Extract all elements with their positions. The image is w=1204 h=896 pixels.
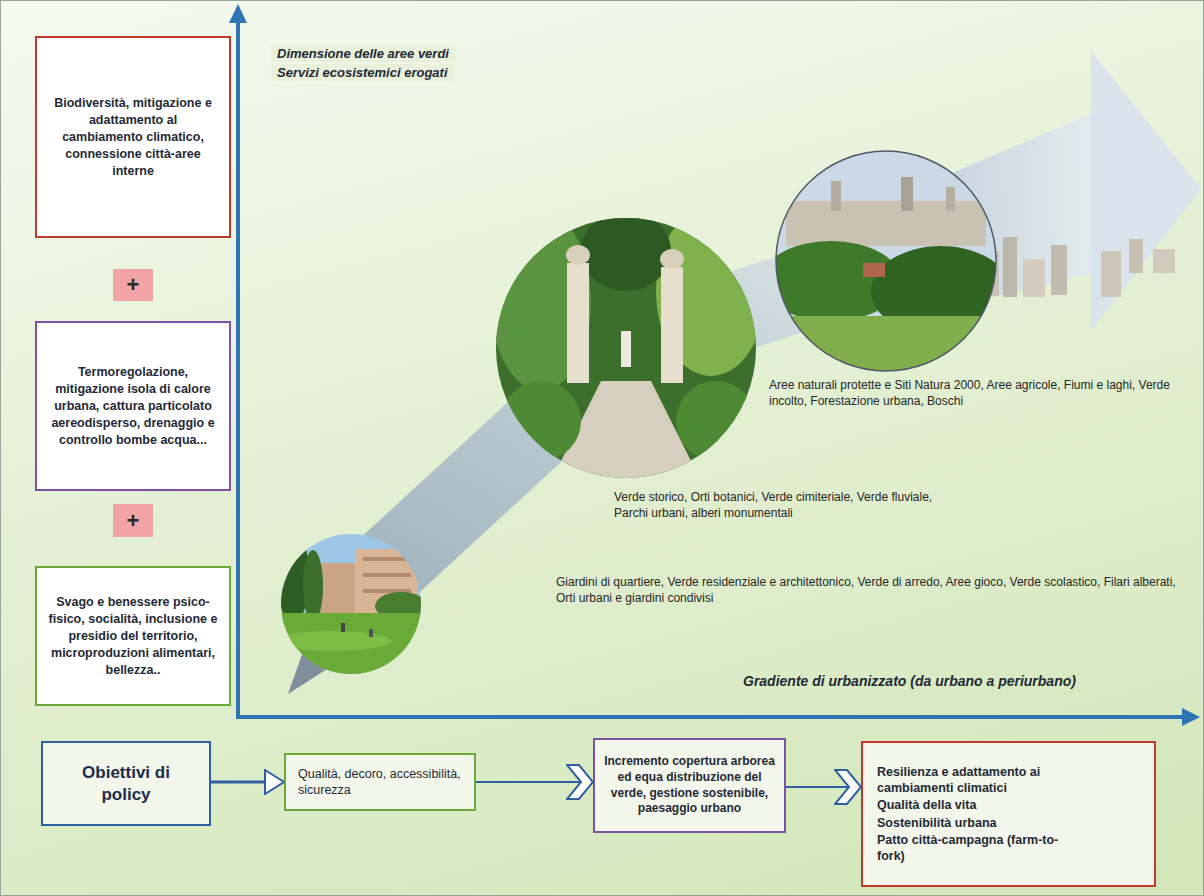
- pillar: [661, 267, 683, 383]
- node-text: Biodiversità, mitigazione e adattamento …: [47, 95, 219, 180]
- node-text: Sostenibilità urbana: [877, 815, 1074, 831]
- building-floor: [363, 573, 411, 577]
- city-building: [1003, 237, 1017, 297]
- node-text: Incremento copertura arborea ed equa dis…: [603, 754, 776, 816]
- y-axis-head: [229, 4, 247, 23]
- shrub: [501, 381, 581, 461]
- objective-box: Qualità, decoro, accessibilità, sicurezz…: [284, 753, 476, 811]
- statue: [621, 331, 631, 367]
- city-building: [1023, 259, 1045, 297]
- pillar: [567, 263, 589, 383]
- city-building: [1051, 245, 1067, 295]
- ecosystem-services-box: Biodiversità, mitigazione e adattamento …: [35, 36, 231, 238]
- node-text: Qualità della vita: [877, 797, 1074, 813]
- green-type-caption: Giardini di quartiere, Verde residenzial…: [556, 574, 1196, 606]
- shrub: [676, 381, 756, 461]
- axis-title: Dimensione delle aree verdi: [271, 45, 455, 62]
- foliage: [491, 211, 591, 391]
- tower: [831, 181, 841, 211]
- x-axis: [236, 715, 1185, 719]
- plus-sign: +: [113, 269, 153, 301]
- meadow: [776, 316, 996, 376]
- green-type-caption: Aree naturali protette e Siti Natura 200…: [769, 377, 1199, 409]
- trend-arrow-head: [1091, 51, 1201, 331]
- flow-connector: [211, 781, 284, 784]
- ecosystem-services-box: Termoregolazione, mitigazione isola di c…: [35, 321, 231, 491]
- tower: [901, 177, 913, 211]
- city-building: [1153, 249, 1175, 273]
- node-text: Termoregolazione, mitigazione isola di c…: [47, 364, 219, 449]
- lawn: [271, 613, 431, 683]
- building-floor: [363, 557, 411, 561]
- objective-box: Incremento copertura arborea ed equa dis…: [593, 738, 786, 833]
- green-type-caption: Verde storico, Orti botanici, Verde cimi…: [614, 489, 944, 521]
- axis-title: Servizi ecosistemici erogati: [271, 64, 454, 81]
- node-text: Qualità, decoro, accessibilità, sicurezz…: [298, 766, 462, 799]
- policy-box: Obiettivi di policy: [41, 741, 211, 826]
- node-text: +: [115, 274, 151, 296]
- flow-connector: [786, 786, 861, 788]
- y-axis: [236, 19, 240, 719]
- city-building: [1129, 239, 1143, 273]
- axis-title: Gradiente di urbanizzato (da urbano a pe…: [743, 673, 1076, 689]
- periurban-photo: [761, 151, 1011, 376]
- building: [319, 563, 355, 613]
- urn: [566, 245, 590, 265]
- objective-box: Resilienza e adattamento ai cambiamenti …: [861, 741, 1156, 887]
- plus-sign: +: [113, 504, 153, 537]
- node-text: Patto città-campagna (farm-to-fork): [877, 832, 1074, 865]
- historic-garden-photo: [491, 206, 766, 481]
- house: [863, 263, 885, 277]
- person: [341, 623, 345, 632]
- circle-frame: [776, 151, 996, 371]
- node-text: Obiettivi di policy: [71, 762, 181, 805]
- city-building: [1101, 251, 1121, 297]
- tower: [946, 187, 955, 211]
- ecosystem-services-box: Svago e benessere psico-fisico, socialit…: [35, 566, 231, 706]
- foliage: [581, 211, 671, 291]
- node-text: Svago e benessere psico-fisico, socialit…: [47, 594, 219, 679]
- tree: [303, 550, 323, 622]
- urn: [660, 249, 684, 269]
- city: [786, 201, 986, 246]
- flow-connector: [476, 781, 593, 783]
- neighbourhood-photo: [271, 528, 431, 683]
- person: [369, 629, 373, 637]
- node-text: +: [115, 510, 151, 532]
- node-text: Resilienza e adattamento ai cambiamenti …: [877, 764, 1074, 797]
- x-axis-head: [1182, 708, 1200, 726]
